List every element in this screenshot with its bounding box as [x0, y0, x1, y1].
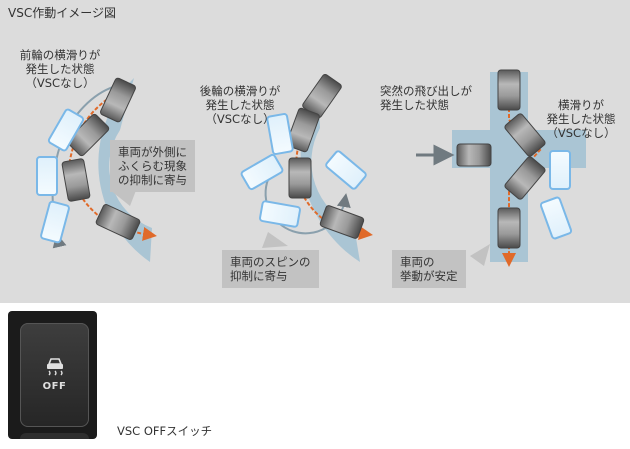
label-lateral-skid: 横滑りが 発生した状態 （VSCなし）	[546, 98, 616, 140]
label-sudden-obstacle: 突然の飛び出しが 発生した状態	[380, 84, 472, 112]
off-label: OFF	[42, 381, 67, 392]
car-gray	[497, 69, 521, 111]
car-gray	[286, 107, 320, 153]
car-outline	[40, 200, 70, 244]
car-gray	[319, 205, 365, 239]
switch-lower-panel	[20, 433, 89, 439]
callout-outward-suppression: 車両が外側に ふくらむ現象 の抑制に寄与	[110, 140, 195, 192]
car-outline	[47, 108, 85, 152]
car-gray	[504, 113, 546, 157]
car-outline	[36, 156, 58, 196]
car-outline	[266, 113, 294, 155]
car-outline	[240, 153, 284, 191]
car-outline	[549, 150, 571, 190]
scene-front-skid	[36, 77, 157, 262]
callout-stable-behavior: 車両の 挙動が安定	[392, 250, 466, 288]
vsc-off-switch-image: OFF	[8, 311, 97, 439]
callout-pointer-2	[262, 232, 288, 248]
switch-caption: VSC OFFスイッチ	[117, 424, 213, 438]
skidding-car-icon	[46, 358, 63, 376]
car-gray	[95, 204, 141, 240]
vsc-diagram	[36, 69, 586, 267]
car-gray	[61, 158, 91, 202]
car-gray	[504, 156, 546, 200]
scene-sudden-obstacle	[416, 69, 586, 267]
car-gray	[288, 157, 312, 199]
callout-spin-suppression: 車両のスピンの 抑制に寄与	[222, 250, 319, 288]
road-cross	[452, 72, 586, 262]
vsc-skid-icon: OFF	[20, 355, 89, 392]
car-gray	[497, 207, 521, 249]
car-outline	[325, 150, 367, 190]
label-rear-skid: 後輪の横滑りが 発生した状態 （VSCなし）	[199, 84, 281, 126]
road-curve-2	[300, 88, 360, 262]
car-outline	[259, 200, 301, 228]
car-gray	[100, 77, 136, 123]
diagram-panel: VSC作動イメージ図 前輪の横滑りが 発生した状態 （VSCなし） 後輪の横滑り…	[0, 0, 630, 303]
scene-rear-skid	[240, 73, 373, 262]
vsc-off-button: OFF	[20, 323, 89, 427]
car-gray-obstacle	[456, 143, 492, 167]
diagram-title: VSC作動イメージ図	[8, 6, 116, 20]
label-front-skid: 前輪の横滑りが 発生した状態 （VSCなし）	[19, 48, 101, 90]
callout-pointer-3	[470, 244, 490, 266]
car-outline	[539, 196, 573, 240]
